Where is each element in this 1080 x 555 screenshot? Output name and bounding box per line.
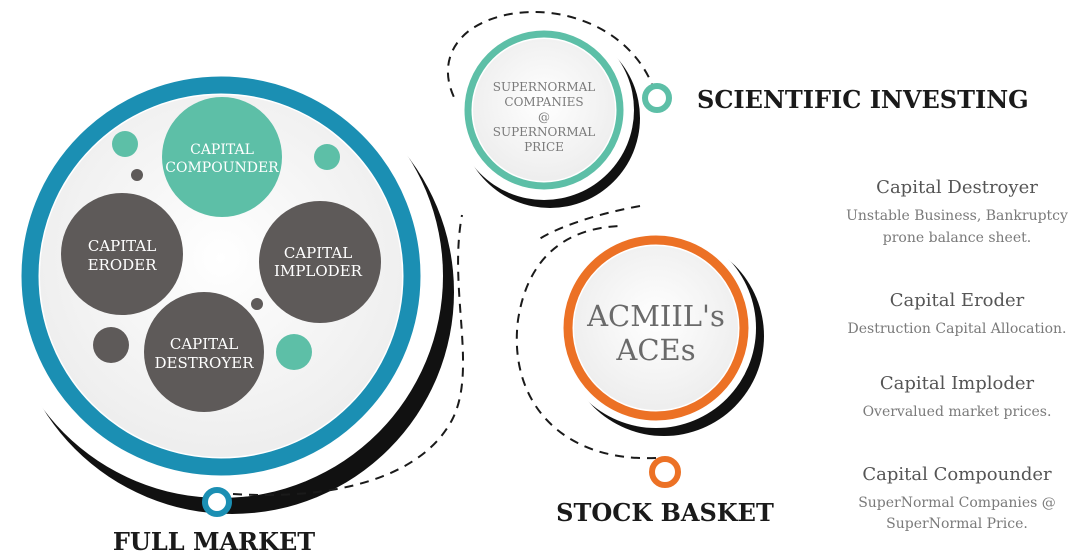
capital-compounder-line2: COMPOUNDER: [165, 160, 279, 176]
stock-basket-inner-disc: [574, 246, 738, 410]
full-market-marker-ring: [202, 487, 232, 517]
stock-basket-marker-ring: [649, 456, 681, 488]
stock-basket-group: ACMIIL's ACEs: [556, 228, 764, 436]
definition-title: Capital Compounder: [862, 464, 1052, 485]
scientific-investing-group: SUPERNORMAL COMPANIES @ SUPERNORMAL PRIC…: [454, 20, 640, 208]
capital-eroder-circle: [61, 193, 183, 315]
scientific-inner-line1: SUPERNORMAL: [493, 80, 596, 94]
capital-destroyer-line2: DESTROYER: [155, 354, 255, 372]
full-market-inner-disc: [40, 95, 402, 457]
small-gray-dot: [251, 298, 263, 310]
capital-destroyer-circle: [144, 292, 264, 412]
stock-basket-orange-ring: [563, 235, 749, 421]
dashed-connector: [515, 225, 657, 460]
capital-eroder-line1: CAPITAL: [88, 237, 156, 255]
stock-basket-inner-line1: ACMIIL's: [586, 299, 725, 333]
definition-title: Capital Destroyer: [876, 177, 1038, 198]
definitions-list: Capital Destroyer Unstable Business, Ban…: [846, 177, 1068, 532]
definition-desc: SuperNormal Companies @: [858, 495, 1056, 511]
small-gray-dot: [131, 169, 143, 181]
scientific-inner-line3: @: [538, 110, 550, 124]
capital-imploder-line2: IMPLODER: [274, 262, 363, 280]
definition-desc: prone balance sheet.: [883, 230, 1031, 246]
definition-title: Capital Imploder: [880, 373, 1035, 394]
capital-compounder-circle: [162, 97, 282, 217]
small-teal-dot: [112, 131, 138, 157]
scientific-inner-line5: PRICE: [524, 140, 564, 154]
capital-eroder-line2: ERODER: [88, 256, 158, 274]
scientific-inner-line2: COMPANIES: [504, 95, 583, 109]
small-teal-dot: [276, 334, 312, 370]
dashed-connector: [537, 205, 641, 241]
capital-imploder-line1: CAPITAL: [284, 244, 352, 262]
scientific-inner-line4: SUPERNORMAL: [493, 125, 596, 139]
scientific-marker-ring: [642, 83, 672, 113]
capital-imploder-circle: [259, 201, 381, 323]
small-gray-dot: [93, 327, 129, 363]
scientific-teal-ring: [464, 30, 624, 190]
stock-basket-inner-line2: ACEs: [615, 333, 695, 367]
scientific-inner-disc: [473, 39, 615, 181]
definition-desc: Overvalued market prices.: [863, 404, 1052, 420]
dashed-connector: [232, 214, 465, 497]
full-market-group: CAPITAL COMPOUNDER CAPITAL ERODER CAPITA…: [0, 54, 454, 514]
capital-compounder-line1: CAPITAL: [190, 142, 254, 158]
definition-desc: Unstable Business, Bankruptcy: [846, 208, 1068, 224]
capital-destroyer-line1: CAPITAL: [170, 335, 238, 353]
stock-basket-label: STOCK BASKET: [556, 498, 774, 527]
definition-title: Capital Eroder: [890, 290, 1025, 311]
definition-desc: Destruction Capital Allocation.: [848, 321, 1067, 337]
full-market-label: FULL MARKET: [113, 527, 315, 555]
definition-desc: SuperNormal Price.: [886, 516, 1028, 532]
scientific-investing-label: SCIENTIFIC INVESTING: [697, 85, 1029, 114]
full-market-blue-ring: [21, 76, 421, 476]
small-teal-dot: [314, 144, 340, 170]
